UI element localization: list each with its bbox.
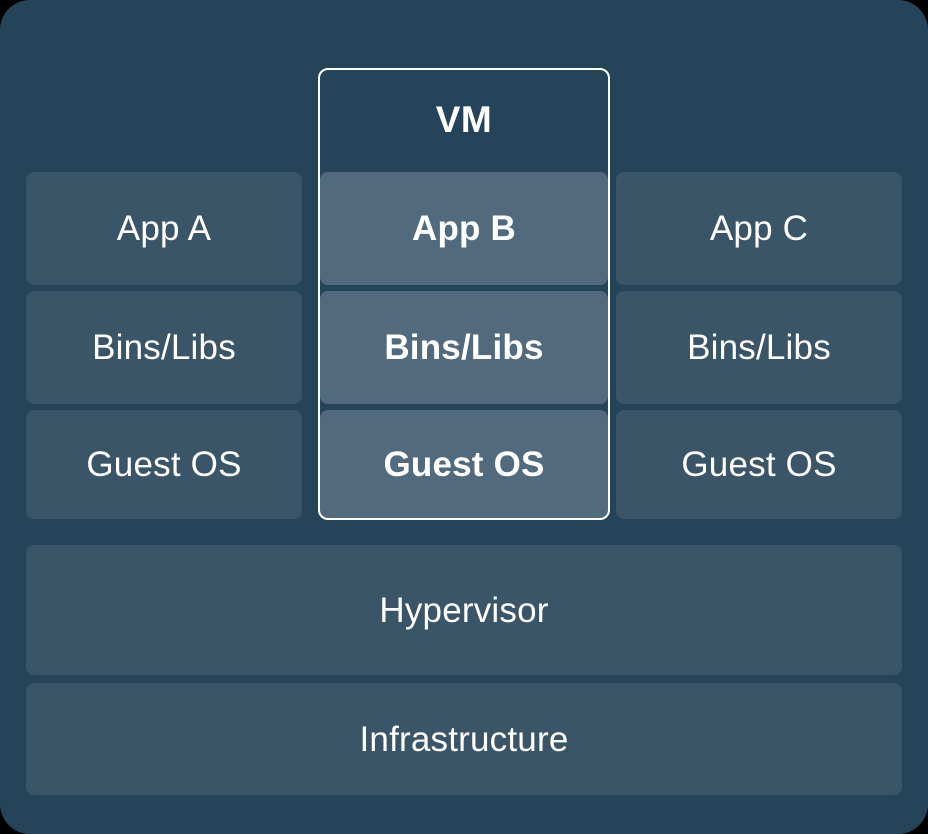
block-guest-os-right[interactable]: Guest OS bbox=[616, 410, 902, 519]
block-hypervisor[interactable]: Hypervisor bbox=[26, 545, 902, 675]
block-bins-libs-left[interactable]: Bins/Libs bbox=[26, 291, 302, 404]
block-app-b[interactable]: App B bbox=[320, 172, 608, 285]
block-guest-os-middle[interactable]: Guest OS bbox=[320, 410, 608, 519]
block-guest-os-left[interactable]: Guest OS bbox=[26, 410, 302, 519]
block-bins-libs-middle[interactable]: Bins/Libs bbox=[320, 291, 608, 404]
block-app-a[interactable]: App A bbox=[26, 172, 302, 285]
vm-highlight-label: VM bbox=[435, 99, 493, 140]
block-bins-libs-right[interactable]: Bins/Libs bbox=[616, 291, 902, 404]
block-infrastructure[interactable]: Infrastructure bbox=[26, 683, 902, 795]
block-app-c[interactable]: App C bbox=[616, 172, 902, 285]
